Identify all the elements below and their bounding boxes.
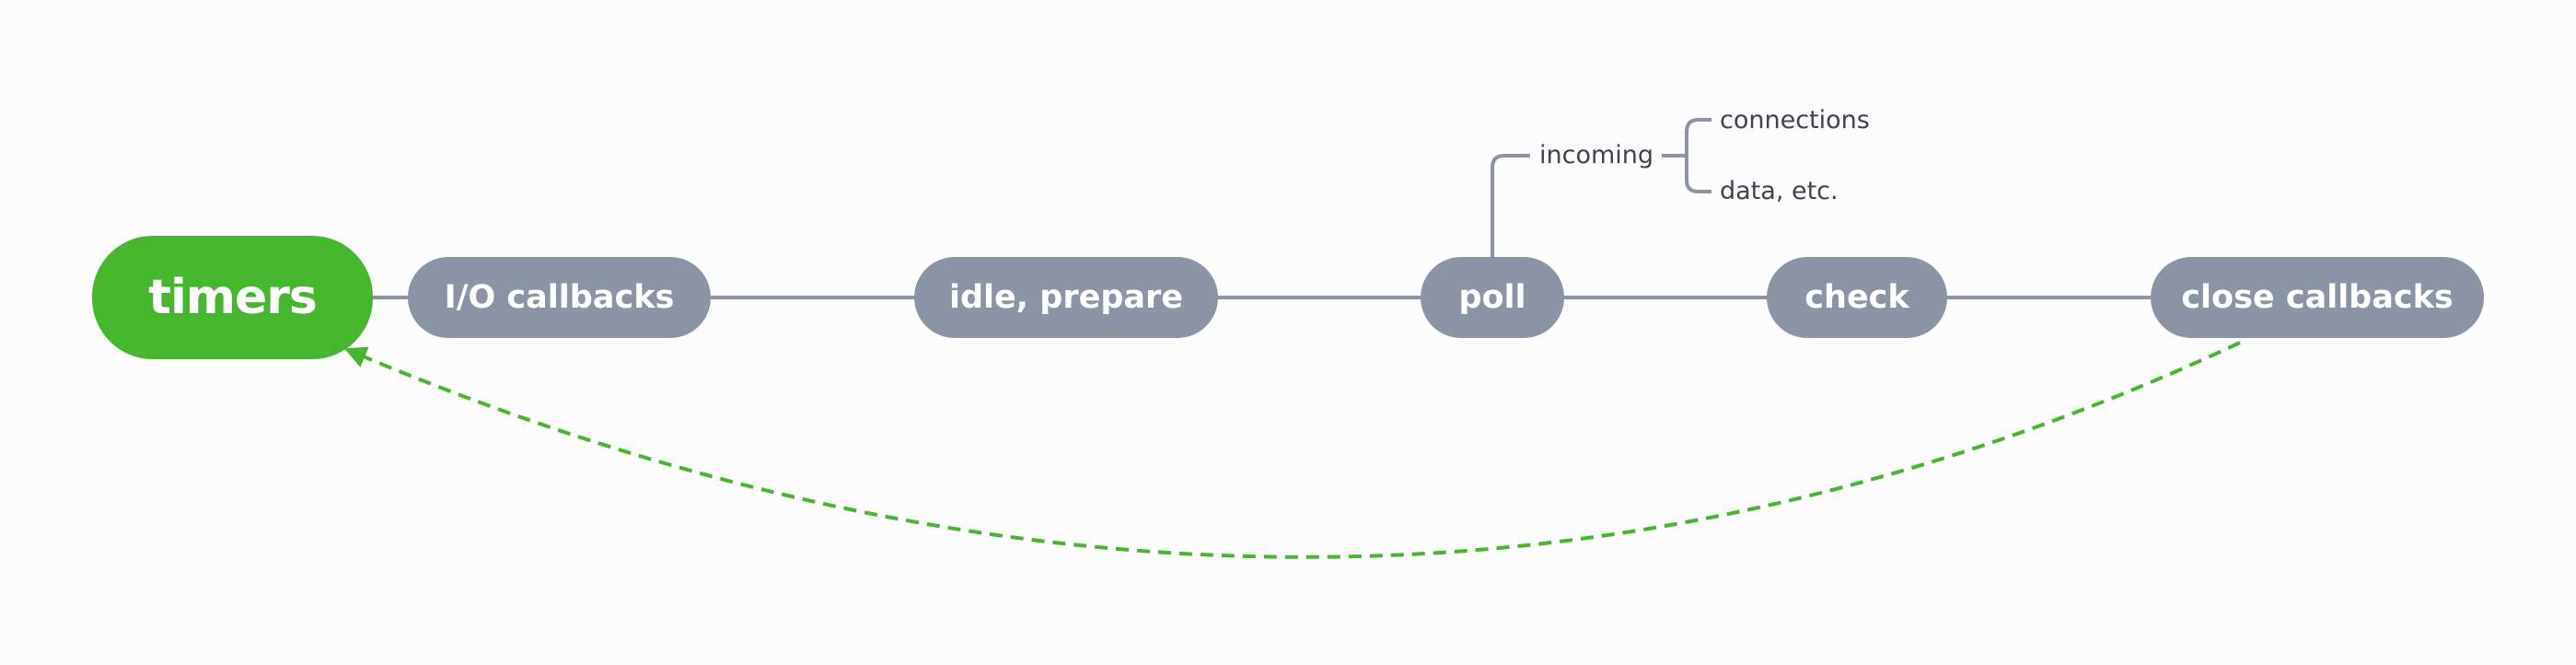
connections-label: connections — [1720, 106, 1870, 134]
data-etc-label: data, etc. — [1720, 177, 1839, 205]
incoming-bracket — [1662, 118, 1712, 193]
close-callbacks-node: close callbacks — [2151, 257, 2484, 338]
timers-node: timers — [92, 236, 373, 359]
idle-prepare-node: idle, prepare — [914, 257, 1218, 338]
check-node: check — [1767, 257, 1947, 338]
incoming-label: incoming — [1539, 141, 1654, 169]
poll-branch-connector — [1491, 154, 1530, 258]
io-callbacks-node: I/O callbacks — [408, 257, 711, 338]
loop-back-arrow — [343, 341, 2241, 559]
poll-node: poll — [1421, 257, 1564, 338]
